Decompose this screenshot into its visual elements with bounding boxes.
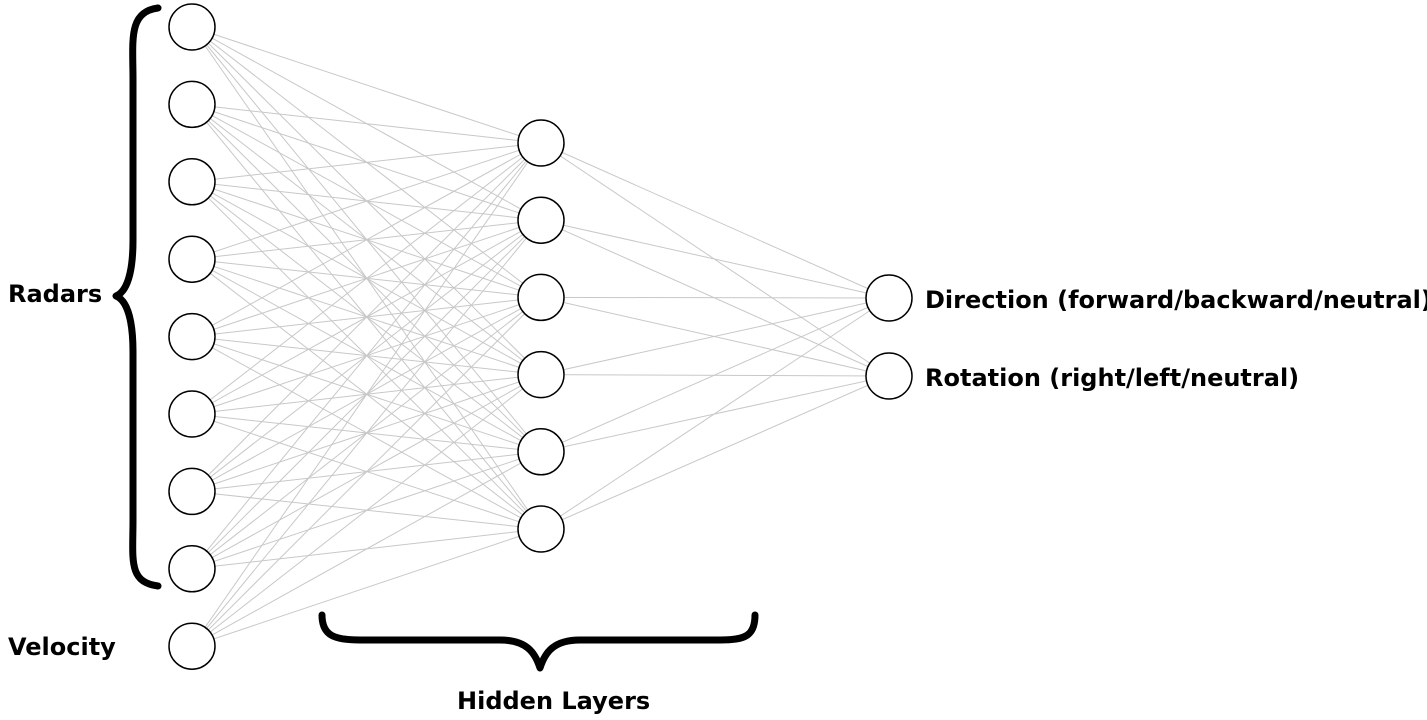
radars-label: Radars bbox=[8, 280, 102, 308]
connection-line bbox=[191, 297, 542, 647]
hidden-node bbox=[517, 505, 565, 553]
connection-line bbox=[540, 297, 890, 453]
input-node-radar bbox=[168, 158, 216, 206]
connection-line bbox=[191, 142, 542, 570]
nodes bbox=[168, 3, 913, 670]
hidden-node bbox=[517, 273, 565, 322]
connection-line bbox=[191, 142, 542, 492]
connection-line bbox=[540, 375, 890, 530]
hidden-node bbox=[517, 119, 565, 167]
connection-line bbox=[540, 297, 890, 376]
output-node bbox=[865, 352, 913, 400]
hidden-node bbox=[517, 350, 565, 399]
output-label-rotation: Rotation (right/left/neutral) bbox=[925, 364, 1299, 392]
connection-line bbox=[191, 142, 542, 415]
input-node-radar bbox=[168, 467, 216, 516]
input-node-radar bbox=[168, 545, 216, 593]
velocity-label: Velocity bbox=[8, 633, 116, 661]
radars-brace bbox=[112, 4, 162, 590]
hidden-layers-label: Hidden Layers bbox=[457, 687, 650, 715]
connection-line bbox=[191, 142, 542, 183]
connection-line bbox=[540, 142, 890, 299]
input-node-radar bbox=[168, 312, 216, 361]
connection-line bbox=[191, 142, 542, 260]
hidden-node bbox=[517, 196, 565, 244]
input-node-radar bbox=[168, 3, 216, 51]
connection-line bbox=[191, 26, 542, 144]
output-node bbox=[865, 274, 913, 322]
connection-line bbox=[540, 219, 890, 299]
connection-line bbox=[191, 451, 542, 647]
connection-line bbox=[191, 142, 542, 338]
output-label-direction: Direction (forward/backward/neutral) bbox=[925, 286, 1427, 314]
connection-line bbox=[540, 296, 890, 299]
input-node-radar bbox=[168, 235, 216, 283]
connection-line bbox=[191, 219, 542, 647]
connection-line bbox=[191, 528, 542, 647]
connection-line bbox=[191, 142, 542, 647]
connections bbox=[191, 26, 890, 647]
input-node-radar bbox=[168, 390, 216, 438]
input-node-radar bbox=[168, 80, 216, 129]
connection-line bbox=[540, 297, 890, 530]
connection-line bbox=[191, 103, 542, 144]
hidden-layers-brace bbox=[318, 611, 759, 672]
input-node-velocity bbox=[168, 622, 216, 670]
hidden-node bbox=[517, 428, 565, 476]
connection-line bbox=[191, 374, 542, 647]
